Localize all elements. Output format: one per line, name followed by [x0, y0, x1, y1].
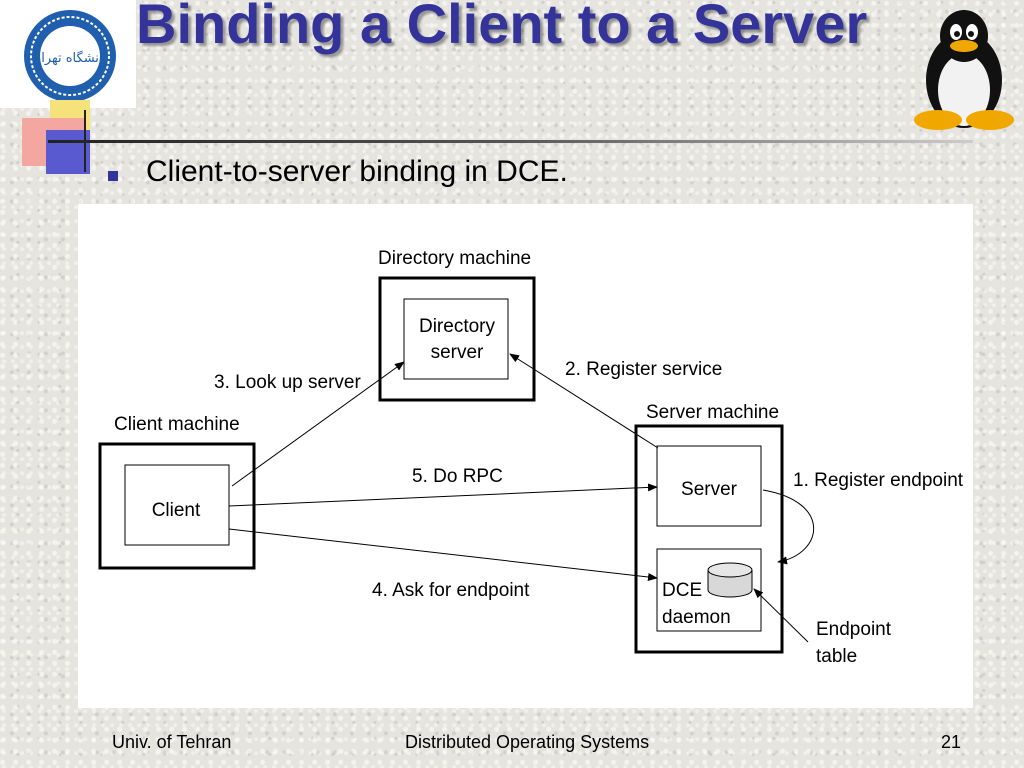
arrow-ask-for-endpoint	[228, 528, 658, 581]
binding-diagram: Directory machine Directory server Clien…	[78, 204, 973, 708]
client-label: Client	[152, 500, 201, 521]
slide-title: Binding a Client to a Server	[136, 0, 868, 55]
arrow-register-endpoint	[762, 489, 815, 565]
client-machine-label: Client machine	[114, 414, 240, 435]
endpoint-table-label-line2: table	[816, 646, 857, 667]
arrow-endpoint-table	[753, 588, 809, 643]
arrow-register-service	[509, 353, 659, 449]
dce-daemon-label-line1: DCE	[662, 580, 702, 601]
step3-label: 3. Look up server	[214, 372, 361, 393]
endpoint-table-label-line1: Endpoint	[816, 619, 892, 640]
step2-label: 2. Register service	[565, 359, 722, 380]
footer-center: Distributed Operating Systems	[405, 732, 650, 752]
logo-text: دانشگاه تهران	[32, 50, 109, 66]
arrow-look-up-server	[231, 361, 405, 487]
footer-left: Univ. of Tehran	[112, 732, 232, 752]
page-number: 21	[941, 732, 962, 752]
step5-label: 5. Do RPC	[412, 466, 503, 487]
client-box	[124, 464, 230, 546]
title-rule	[48, 140, 973, 143]
directory-server-label-line1: Directory	[419, 316, 496, 337]
directory-machine-label: Directory machine	[378, 248, 531, 269]
penguin-icon	[914, 10, 1014, 130]
arrow-do-rpc	[228, 483, 658, 507]
directory-server-label-line2: server	[431, 342, 484, 363]
server-machine-label: Server machine	[646, 402, 779, 423]
server-label: Server	[681, 479, 738, 500]
step4-label: 4. Ask for endpoint	[372, 580, 530, 601]
logo-area: دانشگاه تهران	[0, 0, 136, 108]
endpoint-table-icon	[707, 562, 753, 598]
dce-daemon-label-line2: daemon	[662, 607, 731, 628]
university-seal-icon: دانشگاه تهران	[24, 10, 116, 102]
step1-label: 1. Register endpoint	[793, 470, 964, 491]
directory-server-box	[403, 298, 509, 380]
decor-blue-square	[46, 130, 90, 174]
bullet-text: Client-to-server binding in DCE.	[146, 155, 568, 188]
square-bullet-icon	[108, 171, 118, 181]
